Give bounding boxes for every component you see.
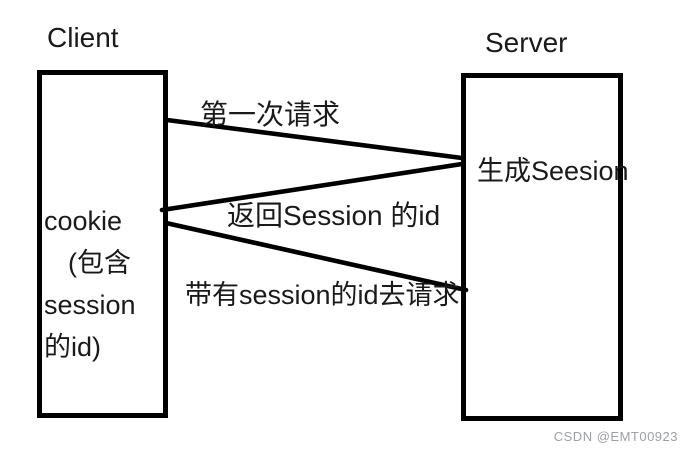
edge-label-return-session-id: 返回Session 的id <box>227 200 441 231</box>
server-title: Server <box>485 27 568 58</box>
client-note-line-id: 的id) <box>44 332 102 362</box>
client-cookie-note: cookie (包含 session 的id) <box>44 200 136 368</box>
client-box <box>37 70 168 418</box>
client-note-line-session: session <box>44 290 136 320</box>
server-box <box>461 73 623 421</box>
client-note-line-contains: (包含 <box>68 248 131 278</box>
client-title: Client <box>47 22 119 53</box>
edge-label-request-with-session-id: 带有session的id去请求 <box>185 280 460 310</box>
edge-label-first-request: 第一次请求 <box>200 99 341 130</box>
client-note-line-cookie: cookie <box>44 206 123 236</box>
csdn-watermark: CSDN @EMT00923 <box>553 429 678 444</box>
server-generate-session-note: 生成Seesion <box>477 156 629 186</box>
